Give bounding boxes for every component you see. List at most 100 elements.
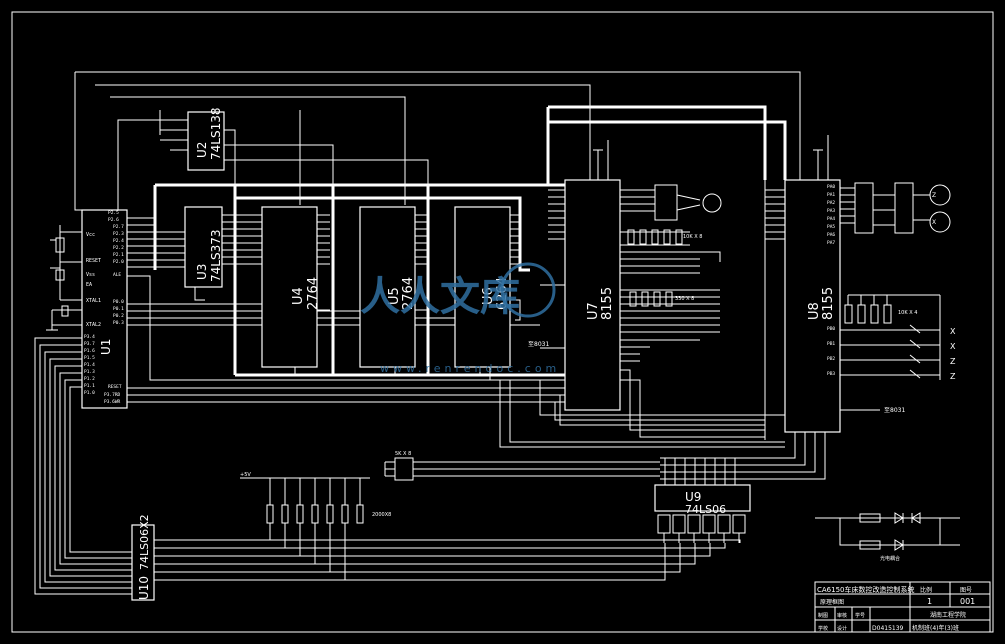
- svg-text:PA2: PA2: [827, 200, 835, 206]
- bottom-resistor-label: 2000X8: [372, 512, 391, 518]
- optocoupler-circuit: 光电耦合: [815, 512, 960, 562]
- u7-to-8031: 至8031: [528, 341, 549, 348]
- axis-z2-label: Z: [950, 372, 956, 381]
- motor-z-label: Z: [932, 192, 936, 199]
- title-block-scale-header: 比例: [920, 586, 932, 594]
- svg-text:PB3: PB3: [827, 371, 835, 377]
- svg-text:P1.2: P1.2: [84, 376, 95, 382]
- svg-text:PA5: PA5: [827, 224, 835, 230]
- title-block-r3: 学号: [855, 612, 865, 619]
- bottom-vcc: +5V: [240, 472, 251, 478]
- title-block-sheet: 001: [960, 597, 975, 606]
- svg-text:P0.2: P0.2: [113, 313, 124, 319]
- svg-text:P1.6: P1.6: [84, 348, 95, 354]
- watermark-text: 人人文库: [360, 274, 520, 320]
- title-block-title: CA6150车床数控改造控制系统: [817, 585, 915, 594]
- opto-label: 光电耦合: [880, 555, 900, 562]
- svg-text:PA3: PA3: [827, 208, 835, 214]
- u4-part: 2764: [306, 277, 321, 310]
- title-block-subtitle: 原理框图: [820, 598, 844, 606]
- svg-text:XTAL1: XTAL1: [86, 298, 101, 304]
- chip-u8: U8 8155 PA0 PA1 PA2 PA3 PA4 PA5 PA6 PA7 …: [764, 135, 956, 440]
- u7-resistor-label: 10K X 8: [683, 234, 702, 240]
- svg-text:P3.7RD: P3.7RD: [104, 392, 121, 398]
- u2-name: U2: [195, 142, 209, 158]
- chip-u7: U7 8155 至8031 10K: [528, 140, 722, 411]
- svg-text:PB1: PB1: [827, 341, 835, 347]
- svg-text:RESET: RESET: [86, 258, 101, 264]
- u6-name: U6: [481, 287, 496, 305]
- u8-to-u9-wires: [660, 432, 826, 485]
- svg-text:P2.2: P2.2: [113, 245, 124, 251]
- axis-z1-label: Z: [950, 357, 956, 366]
- axis-x2-label: X: [950, 342, 956, 351]
- chip-u3: U3 74LS373: [184, 206, 262, 301]
- u8-part: 8155: [821, 287, 836, 320]
- drawing-border: [11, 11, 994, 633]
- watermark-url: www.renrendoc.com: [380, 362, 560, 375]
- chip-u10: U10 74LS06X2: [131, 514, 155, 601]
- chip-u4: U4 2764: [261, 206, 330, 375]
- chip-u5: U5 2764: [359, 206, 428, 375]
- svg-text:P2.3: P2.3: [113, 231, 124, 237]
- title-block-school: 湖南工程学院: [930, 611, 966, 619]
- title-block-r1: 制图: [818, 612, 828, 619]
- svg-text:PA1: PA1: [827, 192, 835, 198]
- u7-name: U7: [586, 302, 601, 320]
- u3-name: U3: [195, 264, 209, 280]
- svg-text:P3.4: P3.4: [84, 334, 95, 340]
- svg-text:ALE: ALE: [113, 272, 121, 278]
- svg-text:EA: EA: [86, 282, 92, 288]
- title-block-r5: 设计: [837, 625, 847, 632]
- u7-part: 8155: [600, 287, 615, 320]
- u4-name: U4: [291, 287, 306, 305]
- svg-text:P1.5: P1.5: [84, 355, 95, 361]
- u9-name: U9: [685, 490, 701, 504]
- svg-text:P3.6WR: P3.6WR: [104, 399, 121, 405]
- u10-name: U10: [137, 576, 151, 600]
- axis-x1-label: X: [950, 327, 956, 336]
- svg-text:PB0: PB0: [827, 326, 835, 332]
- u3-part: 74LS373: [209, 230, 223, 282]
- svg-text:P3.7: P3.7: [84, 341, 95, 347]
- svg-text:RESET: RESET: [108, 384, 122, 390]
- svg-text:Vcc: Vcc: [86, 232, 95, 238]
- u9-part: 74LS06: [685, 503, 726, 516]
- title-block-r4: 学校: [818, 625, 828, 632]
- title-block-id: D0415139: [872, 625, 904, 632]
- u8-to-8031: 至8031: [884, 407, 905, 414]
- svg-text:Vss: Vss: [86, 272, 95, 278]
- top-bus-wires: [74, 71, 801, 377]
- svg-text:PA6: PA6: [827, 232, 835, 238]
- svg-text:P1.4: P1.4: [84, 362, 95, 368]
- svg-text:P2.5: P2.5: [108, 210, 119, 216]
- title-block: CA6150车床数控改造控制系统 原理框图 比例 图号 1 001 湖南工程学院…: [814, 581, 991, 633]
- svg-text:P1.1: P1.1: [84, 383, 95, 389]
- svg-text:PA0: PA0: [827, 184, 835, 190]
- bottom-pack-label: 5K X 8: [395, 451, 411, 457]
- svg-text:P2.1: P2.1: [113, 252, 124, 258]
- u5-name: U5: [387, 287, 402, 305]
- u1-bottom-bus: [34, 337, 741, 595]
- svg-text:P0.0: P0.0: [113, 299, 124, 305]
- title-block-scale: 1: [927, 597, 932, 606]
- svg-text:P0.3: P0.3: [113, 320, 124, 326]
- chip-u9: U9 74LS06: [654, 484, 751, 543]
- svg-text:XTAL2: XTAL2: [86, 322, 101, 328]
- chip-u1: U1 Vcc RESET Vss EA XTAL1 XTAL2 P3.4 P3.…: [46, 209, 128, 409]
- u2-part: 74LS138: [209, 108, 223, 160]
- watermark: 人人文库 www.renrendoc.com: [360, 262, 560, 375]
- bottom-resistor-array: +5V 2000X8 5K X 8: [240, 451, 660, 524]
- title-block-sheet-header: 图号: [960, 587, 972, 594]
- svg-text:P1.3: P1.3: [84, 369, 95, 375]
- svg-text:PA7: PA7: [827, 240, 835, 246]
- u8-resistor-label: 10K X 4: [898, 310, 917, 316]
- title-block-class: 机制班(4)年(3)班: [912, 624, 959, 632]
- u10-part: 74LS06X2: [138, 514, 151, 570]
- svg-text:PA4: PA4: [827, 216, 835, 222]
- u7-resistor-label-b: 330 X 8: [675, 296, 694, 302]
- svg-text:P1.0: P1.0: [84, 390, 95, 396]
- u5-part: 2764: [401, 277, 416, 310]
